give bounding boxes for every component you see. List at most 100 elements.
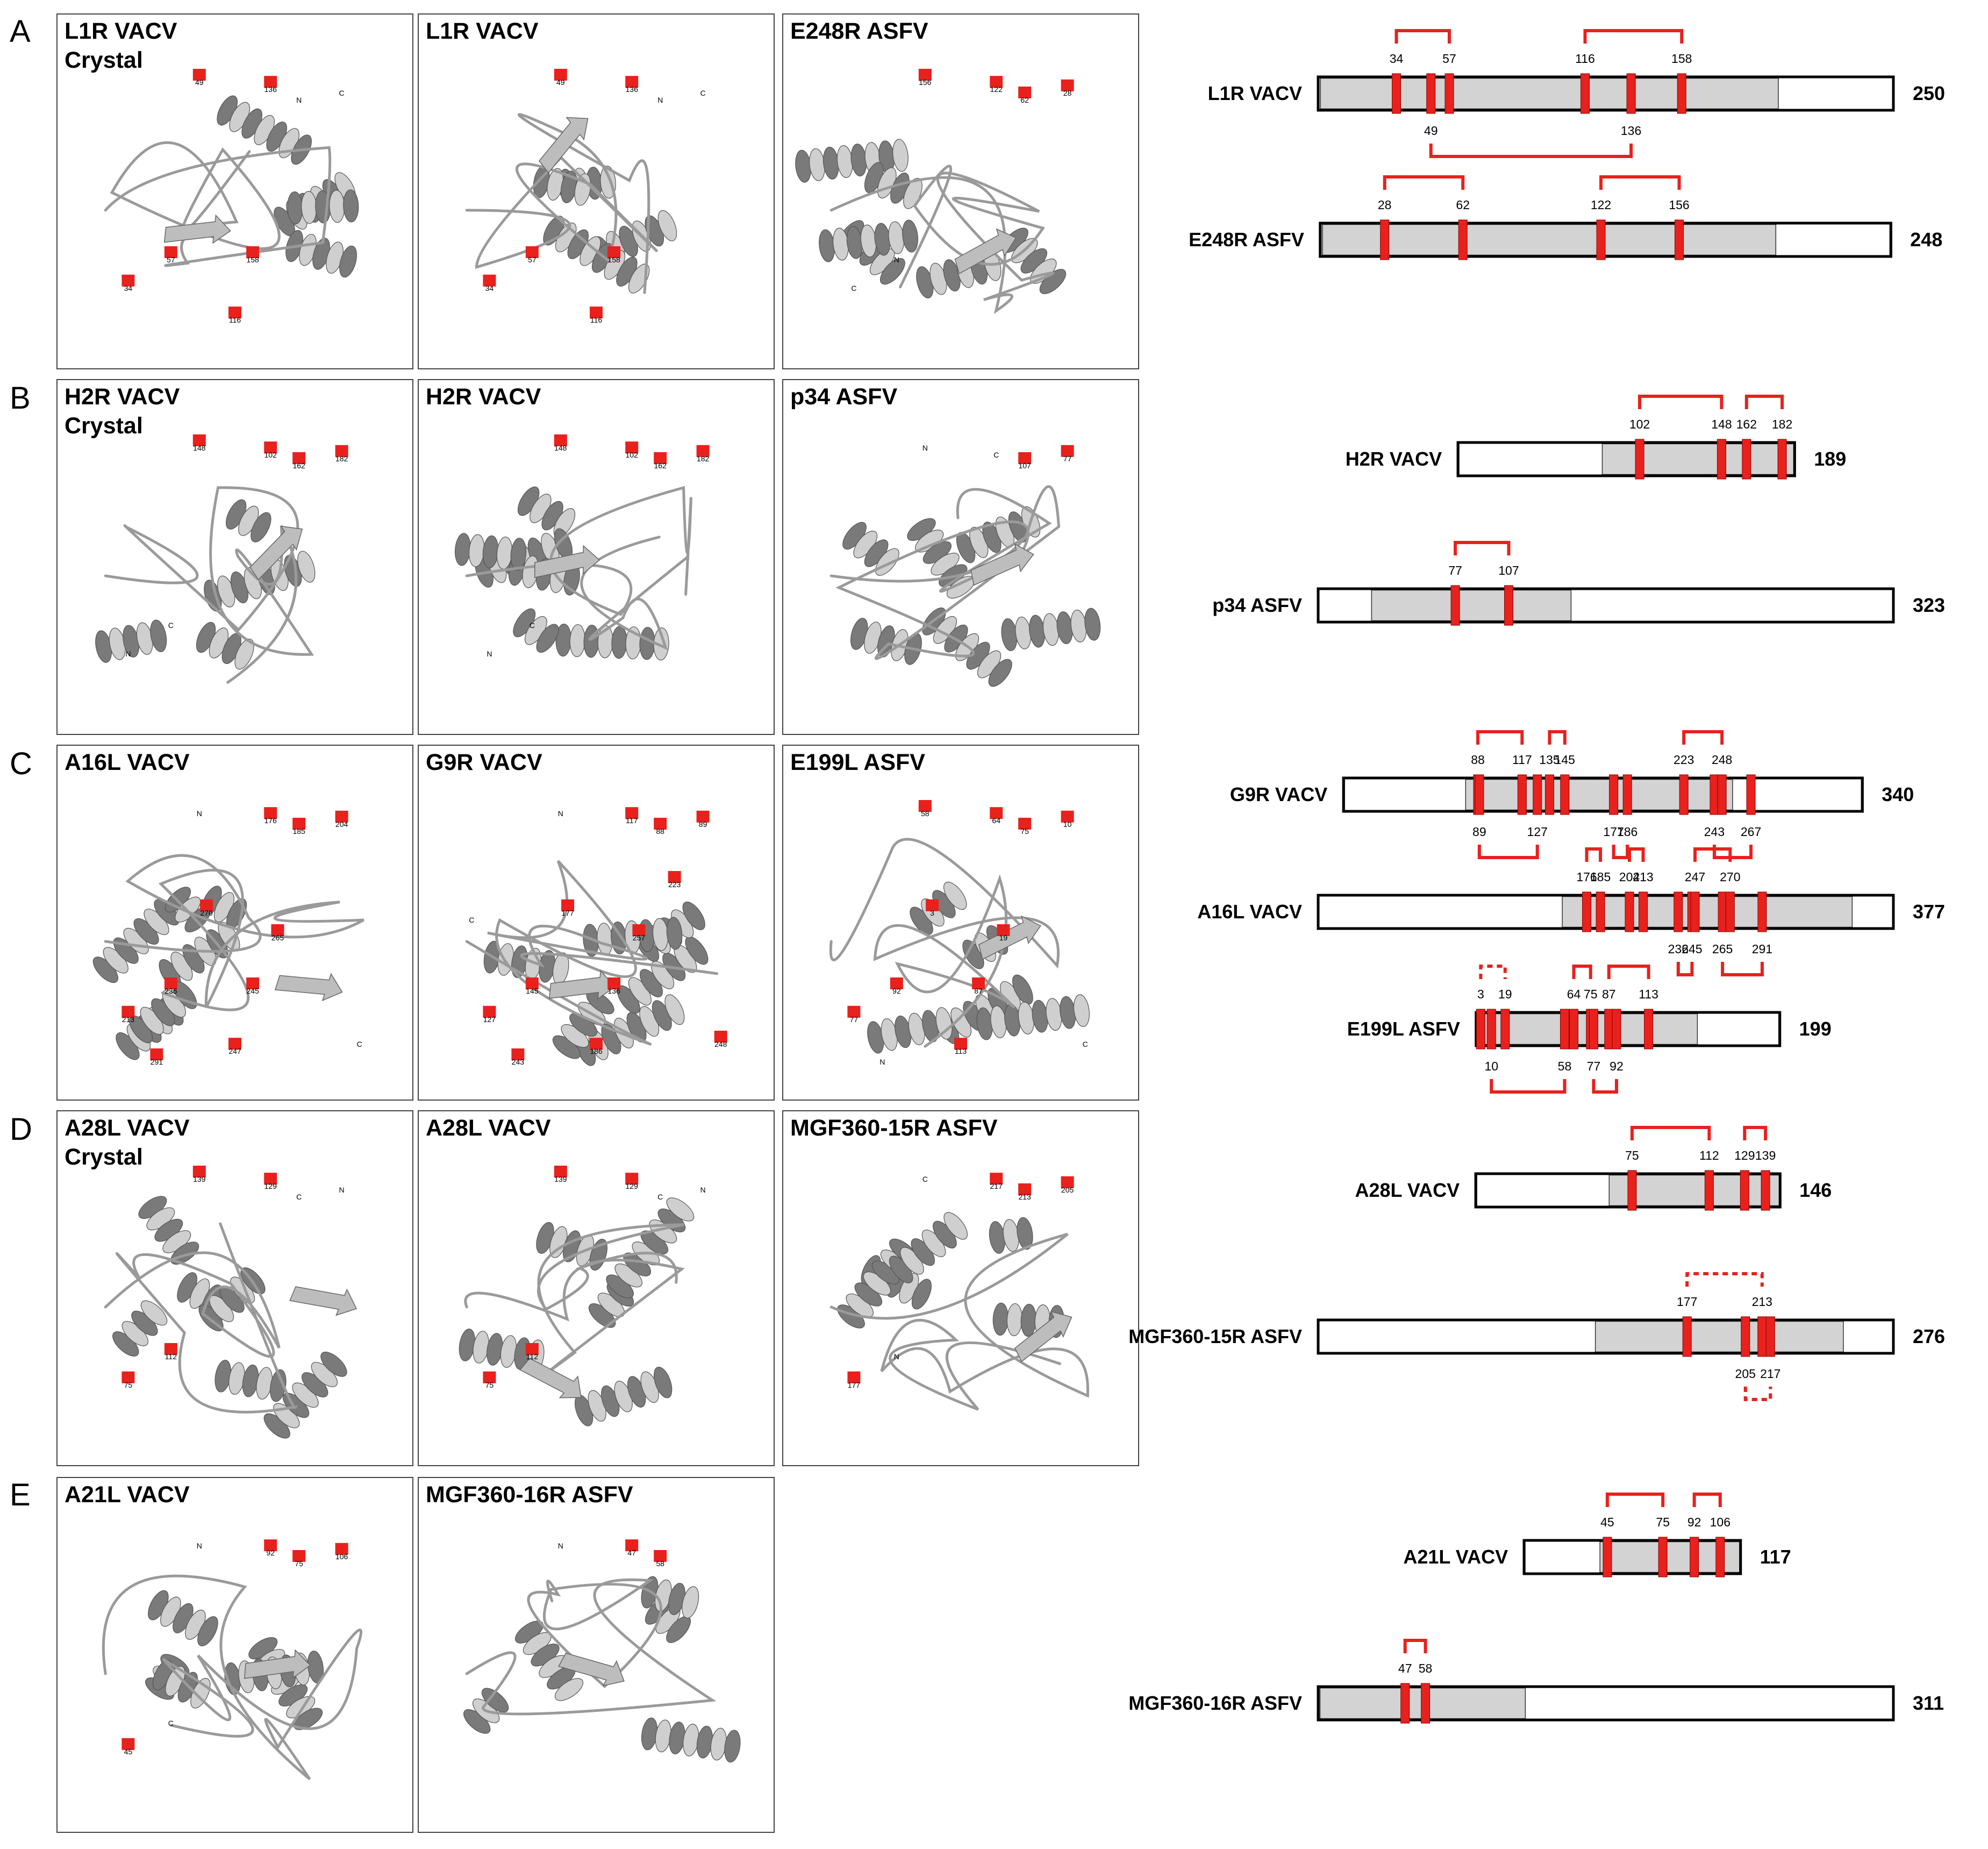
residue-label: N [125,649,131,658]
residue-label: 247 [228,1047,241,1055]
structure-frame [782,379,1139,735]
cysteine-marker [1580,73,1590,114]
domain-region [1465,779,1733,811]
cysteine-marker [1725,891,1735,932]
residue-label: 223 [668,880,681,889]
residue-label: C [657,1193,663,1201]
residue-position: 58 [1558,1059,1572,1073]
cysteine-mark [264,441,277,454]
residue-position: 102 [1629,417,1650,431]
residue-label: 87 [974,987,983,995]
residue-position: 62 [1456,198,1470,212]
helix-shape [574,1366,673,1426]
cysteine-mark [121,1005,135,1018]
helix-shape [459,1329,545,1373]
beta-strand [954,228,1017,274]
cysteine-marker [1704,1170,1714,1211]
protein-name: H2R VACV [1346,448,1442,470]
residue-position: 245 [1682,942,1702,956]
disulfide-bond [1592,1079,1618,1094]
residue-label: 177 [848,1381,861,1389]
cysteine-marker [1658,1537,1668,1577]
helix-turn [1073,994,1090,1027]
residue-position: 247 [1685,870,1705,884]
residue-label: 213 [122,1015,135,1024]
cysteine-marker [1757,1316,1767,1357]
disulfide-bond [1476,730,1524,745]
disulfide-bond [1692,1493,1722,1507]
helix-turn [664,994,685,1025]
residue-label: 158 [246,255,259,264]
residue-label: 136 [264,85,277,94]
residue-label: 75 [1020,827,1029,836]
cysteine-mark [1018,1183,1032,1195]
residue-position: 148 [1711,417,1732,431]
residue-label: 47 [627,1548,636,1557]
cysteine-mark [1018,87,1032,98]
residue-label: 270 [200,909,213,917]
residue-position: 75 [1625,1148,1639,1162]
residue-position: 291 [1752,942,1772,956]
residue-label: 213 [1018,1193,1031,1201]
residue-label: 75 [485,1381,494,1389]
helix-shape [617,936,709,1014]
cysteine-mark [625,807,639,819]
residue-label: C [469,916,474,924]
protein-length: 276 [1913,1325,1945,1347]
cysteine-mark [990,807,1003,819]
cysteine-marker [1644,1009,1654,1050]
panel-letter: D [10,1112,32,1147]
domain-region [1601,443,1795,475]
helix-shape [95,619,167,663]
helix-shape [514,1620,584,1701]
cysteine-mark [164,246,177,258]
helix-shape [867,1007,953,1054]
helix-turn [339,245,357,278]
cysteine-mark [271,924,284,936]
cysteine-mark [264,76,277,88]
residue-position: 135 [1539,753,1560,767]
cysteine-marker [1421,1683,1431,1724]
disulfide-bond [1685,1272,1764,1287]
residue-label: 248 [714,1040,727,1048]
residue-position: 107 [1498,563,1519,577]
residue-position: 270 [1720,870,1740,884]
residue-label: 158 [607,255,620,264]
helix-turn [943,1212,968,1240]
residue-position: 92 [1687,1515,1701,1529]
helix-turn [943,882,967,910]
residue-position: 116 [1575,52,1595,66]
disulfide-bond [1383,175,1465,190]
cysteine-marker [1741,1316,1750,1357]
residue-label: 245 [246,987,259,995]
residue-label: N [558,1541,563,1550]
protein-bar-outline [1317,587,1895,624]
helix-turn [320,1352,347,1377]
cysteine-mark [918,800,932,812]
protein-name: MGF360-15R ASFV [1128,1325,1302,1347]
protein-length: 199 [1799,1018,1832,1040]
residue-position: 186 [1617,825,1637,839]
disulfide-bond [1712,845,1753,859]
coil-loop [104,1222,298,1413]
residue-label: C [339,89,345,97]
cysteine-mark [246,246,260,258]
residue-label: C [168,1719,174,1727]
residue-position: 204 [1619,870,1640,884]
cysteine-marker [1533,774,1542,815]
cysteine-mark [654,1550,667,1562]
helix-turn [554,1678,584,1701]
beta-strand [163,214,231,244]
residue-label: 139 [554,1175,567,1183]
cysteine-mark [1061,79,1074,91]
residue-label: C [357,1040,362,1048]
cysteine-mark [1061,810,1074,823]
disulfide-bond [1607,965,1650,979]
residue-position: 122 [1591,198,1611,212]
structure-title: A28L VACV [426,1115,551,1141]
cysteine-mark [1018,452,1032,464]
